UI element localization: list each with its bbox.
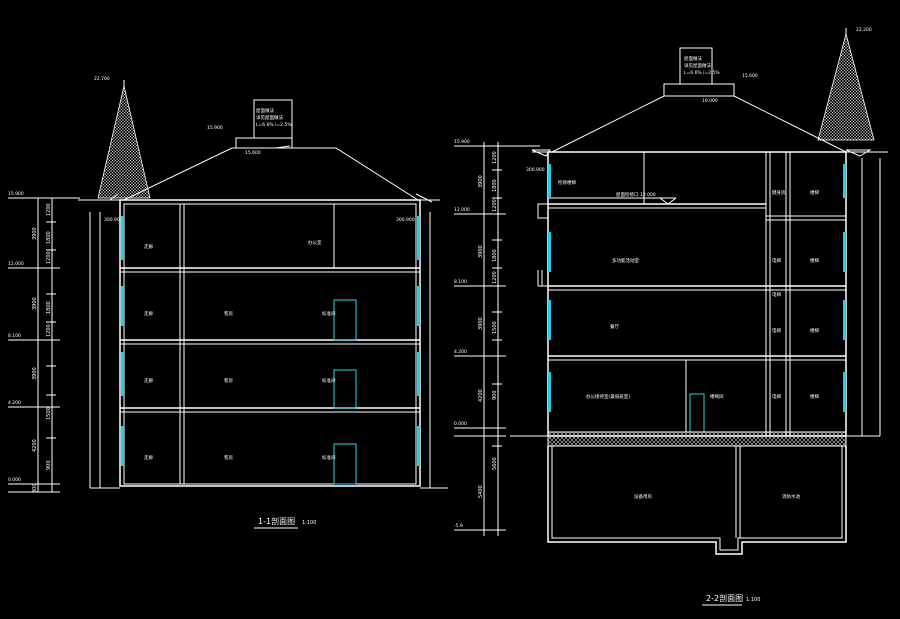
room-label: 楼梯间 (710, 393, 724, 400)
section-title: 1-1剖面图 (258, 516, 295, 526)
attic-level: 12.000 (640, 192, 656, 198)
section-2-title-block: 2-2剖面图 1:100 (702, 593, 760, 606)
elevation-label: 4.200 (8, 400, 21, 406)
roof-elevation: 15.600 (245, 150, 261, 156)
room-label: 设备用房 (634, 493, 652, 500)
elevation-label: 15.900 (8, 191, 24, 197)
room-label: 走廊 (144, 454, 153, 461)
section-2-2: 15.900 12.000 8.100 4.200 0.000 -5.9 390… (454, 27, 888, 606)
dimension-label: 1500 (46, 407, 52, 420)
roof-note: 屋面做法 (256, 107, 274, 114)
elevation-label: 0.000 (8, 477, 21, 483)
eave-label: 300.900 (396, 217, 415, 223)
dimension-label: 3900 (32, 297, 38, 310)
room-label: 健身房 (772, 189, 786, 196)
dimension-label: 3900 (32, 227, 38, 240)
section-1-building: 走廊 办公室 走廊 客房 标准间 走廊 客房 标准间 走廊 客房 标准间 (90, 199, 448, 489)
room-label: 楼梯 (810, 189, 819, 196)
elevation-label: 4.200 (454, 349, 467, 355)
room-label: 客房 (224, 377, 233, 384)
roof-note: 屋面做法 (684, 55, 702, 62)
room-label: 电梯 (772, 393, 781, 400)
dimension-label: 5400 (478, 485, 484, 498)
section-title: 2-2剖面图 (706, 593, 743, 603)
room-label: 餐厅 (610, 323, 619, 330)
tower-elevation: 22.200 (856, 27, 872, 33)
section-2-tower: 22.200 (817, 27, 881, 436)
dimension-label: 3900 (32, 367, 38, 380)
room-label: 电梯 (772, 291, 781, 298)
dimension-label: 1200 (46, 324, 52, 337)
roof-elevation: 15.900 (207, 125, 223, 131)
elevation-label: -5.9 (454, 523, 463, 529)
roof-note: L=6.6% i=2.5% (256, 122, 292, 128)
section-scale: 1:100 (746, 597, 760, 603)
dimension-label: 5600 (492, 457, 498, 470)
dimension-label: 1500 (492, 321, 498, 334)
section-2-building: 屋面检修口 12.000 检修楼梯 (510, 151, 880, 555)
dimension-label: 1800 (492, 179, 498, 192)
dimension-label: 1200 (46, 203, 52, 216)
attic-side-label: 检修楼梯 (558, 179, 576, 186)
dimension-label: 1200 (492, 199, 498, 212)
room-label: 标准间 (322, 377, 336, 384)
section-1-title-block: 1-1剖面图 1:100 (254, 516, 316, 529)
elevation-label: 8.100 (8, 333, 21, 339)
room-label: 走廊 (144, 310, 153, 317)
eave-label: 300.900 (104, 217, 123, 223)
elevation-label: 12.000 (454, 207, 470, 213)
dimension-label: 1200 (492, 271, 498, 284)
dimension-label: 3900 (478, 175, 484, 188)
tower-elevation: 22.700 (94, 76, 110, 82)
room-label: 客房 (224, 310, 233, 317)
room-label: 办公室 (308, 239, 322, 246)
dimension-label: 1800 (46, 301, 52, 314)
room-label: 标准间 (322, 454, 336, 461)
section-1-1: 15.900 12.000 8.100 4.200 0.000 3900 390… (8, 76, 448, 529)
section-scale: 1:100 (302, 520, 316, 526)
section-2-dimension-chain: 15.900 12.000 8.100 4.200 0.000 -5.9 390… (454, 139, 540, 536)
room-label: 多功能活动室 (612, 257, 639, 264)
elevation-label: 15.900 (454, 139, 470, 145)
room-label: 标准间 (322, 310, 336, 317)
dimension-label: 1200 (492, 151, 498, 164)
elevation-label: 12.000 (8, 261, 24, 267)
room-label: 电梯 (772, 327, 781, 334)
roof-elevation: 15.600 (742, 73, 758, 79)
room-label: 走廊 (144, 377, 153, 384)
dimension-label: 3900 (478, 317, 484, 330)
roof-elevation: 19.000 (702, 98, 718, 104)
room-label: 消防水池 (782, 493, 800, 500)
room-label: 电梯 (772, 257, 781, 264)
attic-label: 屋面检修口 (616, 191, 639, 198)
room-label: 楼梯 (810, 327, 819, 334)
dimension-label: 4200 (478, 389, 484, 402)
dimension-label: 900 (492, 390, 498, 400)
roof-note: L=6.6% i=2.5% (684, 70, 720, 76)
elevation-label: 0.000 (454, 421, 467, 427)
room-label: 客房 (224, 454, 233, 461)
room-label: 办公接待室(兼值班室) (586, 393, 630, 400)
dimension-label: 4200 (32, 439, 38, 452)
roof-note: 详见屋面做法 (684, 62, 711, 69)
room-label: 楼梯 (810, 257, 819, 264)
dimension-label: 1200 (46, 251, 52, 264)
dimension-label: 900 (46, 460, 52, 470)
section-1-tower: 22.700 (89, 76, 431, 488)
dimension-label: 1800 (492, 249, 498, 262)
elevation-label: 8.100 (454, 279, 467, 285)
room-label: 楼梯 (810, 393, 819, 400)
dimension-label: 1800 (46, 231, 52, 244)
room-label: 走廊 (144, 243, 153, 250)
section-1-dimension-chain: 15.900 12.000 8.100 4.200 0.000 3900 390… (8, 191, 80, 493)
roof-note: 详见屋面做法 (256, 114, 283, 121)
dimension-label: 3900 (478, 245, 484, 258)
section-1-roof: 15.900 15.600 屋面做法 详见屋面做法 L=6.6% i=2.5% … (78, 99, 440, 223)
dimension-label: 300 (32, 483, 38, 493)
eave-label: 300.900 (526, 167, 545, 173)
